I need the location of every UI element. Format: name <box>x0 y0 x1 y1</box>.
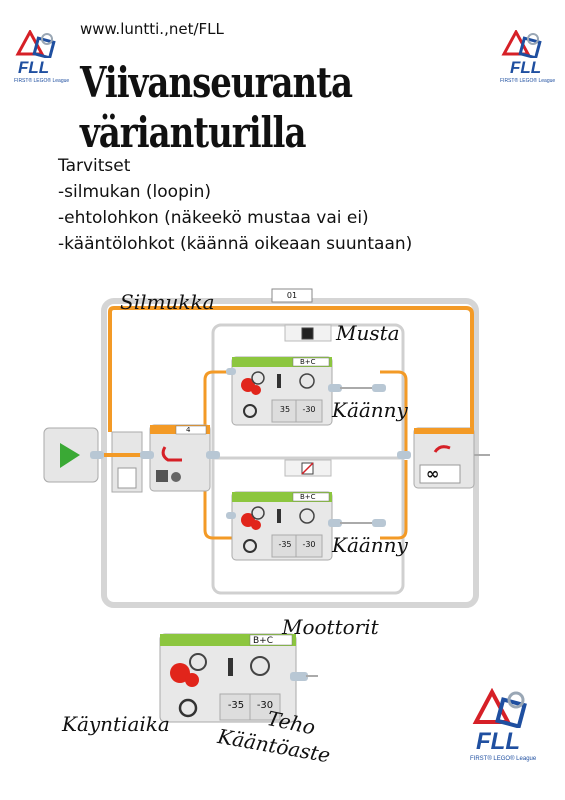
requirement-item: -silmukan (loopin) <box>58 182 211 202</box>
power-value[interactable]: -30 <box>302 405 316 414</box>
detail-power-value[interactable]: -30 <box>256 700 274 711</box>
steering-wheel-icon <box>251 506 265 520</box>
loop-id-tab[interactable] <box>271 288 313 303</box>
fll-logo-bottom-right: FLL FIRST® LEGO® League <box>470 687 550 768</box>
fll-logo-mark-icon <box>501 28 542 60</box>
play-icon <box>60 443 80 468</box>
mode-icon <box>178 698 198 718</box>
page-url[interactable]: www.luntti.,net/FLL <box>80 20 224 38</box>
requirements-heading: Tarvitset <box>58 156 131 176</box>
mode-icon <box>243 404 257 418</box>
detail-steering-value[interactable]: -35 <box>227 700 245 711</box>
lower-steering-block[interactable] <box>226 491 386 561</box>
fll-logo-mark-icon <box>15 28 56 60</box>
steering-value[interactable]: 35 <box>279 405 291 414</box>
switch-port-tab[interactable] <box>175 425 207 435</box>
steering-wheel-icon <box>251 371 265 385</box>
requirements-list: Tarvitset -silmukan (loopin) -ehtolohkon… <box>58 153 412 257</box>
infinity-icon: ∞ <box>426 464 440 483</box>
switch-port: 4 <box>186 426 191 434</box>
steering-value[interactable]: -35 <box>278 540 292 549</box>
power-value[interactable]: -30 <box>302 540 316 549</box>
case-label-musta: Musta <box>336 321 400 345</box>
page-title: Viivanseuranta värianturilla <box>80 58 353 158</box>
loop-icon <box>433 445 451 453</box>
ports-label: B+C <box>300 493 316 501</box>
program-diagram <box>43 288 490 608</box>
motors-label: Moottorit <box>282 615 379 639</box>
fll-logo-top-right: FLL FIRST® LEGO® League <box>500 28 560 88</box>
duration-label: Käyntiaika <box>62 712 170 736</box>
steering-wheel-icon <box>189 653 207 671</box>
ports-label: B+C <box>300 358 316 366</box>
turn-label: Käänny <box>332 533 408 557</box>
detail-ports: B+C <box>253 636 273 646</box>
detail-steering-block[interactable] <box>150 628 320 728</box>
power-gauge-icon <box>299 373 315 389</box>
upper-steering-block[interactable] <box>226 356 386 426</box>
mode-icon <box>243 539 257 553</box>
power-gauge-icon <box>299 508 315 524</box>
loop-id: 01 <box>286 291 298 300</box>
requirement-item: -ehtolohkon (näkeekö mustaa vai ei) <box>58 208 369 228</box>
color-sensor-icon <box>156 470 168 482</box>
fll-logo-top-left: FLL FIRST® LEGO® League <box>14 28 74 88</box>
loop-label: Silmukka <box>120 290 215 314</box>
fll-logo-mark-icon <box>472 687 527 729</box>
turn-label: Käänny <box>332 398 408 422</box>
loop-flow-line <box>108 306 474 432</box>
requirement-item: -kääntölohkot (käännä oikeaan suuntaan) <box>58 234 413 254</box>
power-gauge-icon <box>250 656 270 676</box>
